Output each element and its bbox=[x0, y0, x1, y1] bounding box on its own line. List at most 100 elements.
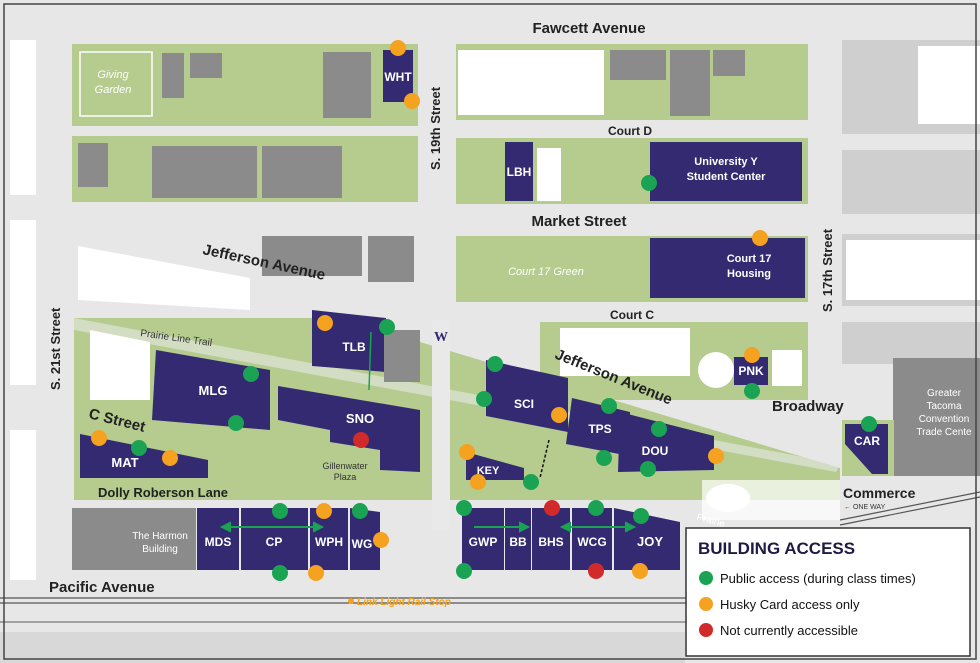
street-broadway: Broadway bbox=[772, 398, 844, 415]
public-dot-pnk[interactable] bbox=[744, 383, 760, 399]
access-dots bbox=[91, 40, 877, 581]
building-sno[interactable] bbox=[278, 386, 420, 472]
building-gwp[interactable] bbox=[462, 508, 504, 570]
giving-garden-line2: Garden bbox=[95, 84, 132, 96]
building-court17[interactable] bbox=[650, 238, 805, 298]
public-dot-mlg[interactable] bbox=[228, 415, 244, 431]
closed-dot-bhs[interactable] bbox=[544, 500, 560, 516]
giving-garden-line1: Giving bbox=[97, 69, 129, 81]
building-mds[interactable] bbox=[197, 508, 239, 570]
public-dot-gwp[interactable] bbox=[456, 500, 472, 516]
public-dot-lbh[interactable] bbox=[641, 175, 657, 191]
public-dot-tps[interactable] bbox=[601, 398, 617, 414]
legend: BUILDING ACCESS Public access (during cl… bbox=[685, 527, 971, 657]
husky-dot-mat[interactable] bbox=[91, 430, 107, 446]
husky-dot-tlb[interactable] bbox=[317, 315, 333, 331]
legend-husky-dot bbox=[699, 597, 713, 611]
building-harmon bbox=[124, 508, 196, 570]
building-wcg[interactable] bbox=[572, 508, 612, 570]
label-car: CAR bbox=[854, 434, 880, 448]
public-dot-tps[interactable] bbox=[596, 450, 612, 466]
public-dot-car[interactable] bbox=[861, 416, 877, 432]
public-dot-dou[interactable] bbox=[640, 461, 656, 477]
public-dot-wcg[interactable] bbox=[588, 500, 604, 516]
building-mlg[interactable] bbox=[152, 350, 270, 430]
husky-dot-wph[interactable] bbox=[316, 503, 332, 519]
public-dot-sci[interactable] bbox=[487, 356, 503, 372]
building-cp[interactable] bbox=[241, 508, 308, 570]
label-court17-1: Court 17 bbox=[727, 253, 772, 265]
gray-building bbox=[713, 50, 745, 76]
white-building bbox=[537, 148, 561, 201]
building-bhs[interactable] bbox=[532, 508, 570, 570]
building-sci[interactable] bbox=[486, 360, 568, 432]
label-dou: DOU bbox=[642, 444, 669, 458]
map-frame bbox=[3, 3, 977, 660]
building-university-y[interactable] bbox=[650, 142, 802, 201]
street-s19: S. 19th Street bbox=[428, 86, 443, 170]
public-dot-gwp[interactable] bbox=[456, 563, 472, 579]
public-dot-key[interactable] bbox=[523, 474, 539, 490]
building-dou[interactable] bbox=[618, 412, 714, 472]
building-tps[interactable] bbox=[566, 398, 630, 456]
building-car[interactable] bbox=[845, 424, 888, 474]
center-walkway bbox=[432, 320, 450, 530]
closed-dot-sno[interactable] bbox=[353, 432, 369, 448]
label-mat: MAT bbox=[111, 455, 138, 470]
husky-dot-key[interactable] bbox=[470, 474, 486, 490]
public-dot-mat[interactable] bbox=[131, 440, 147, 456]
building-lbh[interactable] bbox=[505, 142, 533, 201]
label-univ-y-1: University Y bbox=[694, 156, 758, 168]
public-dot-joy[interactable] bbox=[633, 508, 649, 524]
husky-dot-wph[interactable] bbox=[308, 565, 324, 581]
husky-dot-sci[interactable] bbox=[551, 407, 567, 423]
building-joy[interactable] bbox=[614, 508, 680, 570]
building-key[interactable] bbox=[466, 452, 524, 480]
street-market: Market Street bbox=[531, 213, 626, 230]
label-joy: JOY bbox=[637, 534, 663, 549]
public-dot-cp[interactable] bbox=[272, 565, 288, 581]
public-dot-wg[interactable] bbox=[352, 503, 368, 519]
husky-dot-mat[interactable] bbox=[162, 450, 178, 466]
label-mds: MDS bbox=[205, 535, 232, 549]
building-wg[interactable] bbox=[350, 508, 380, 570]
gray-building bbox=[78, 143, 108, 187]
gray-building bbox=[162, 53, 184, 98]
husky-dot-joy[interactable] bbox=[632, 563, 648, 579]
public-dot-dou[interactable] bbox=[651, 421, 667, 437]
white-block bbox=[10, 430, 36, 580]
street-dolly-roberson: Dolly Roberson Lane bbox=[98, 485, 228, 500]
label-gwp: GWP bbox=[469, 535, 498, 549]
white-round-building bbox=[698, 352, 734, 388]
street-s21: S. 21st Street bbox=[48, 307, 63, 390]
convention-line1: Greater bbox=[927, 388, 962, 399]
label-court17-2: Housing bbox=[727, 268, 771, 280]
gray-building bbox=[262, 146, 342, 198]
husky-dot-dou[interactable] bbox=[708, 448, 724, 464]
public-dot-cp[interactable] bbox=[272, 503, 288, 519]
public-dot-mlg[interactable] bbox=[243, 366, 259, 382]
street-pacific: Pacific Avenue bbox=[49, 579, 155, 596]
label-wht: WHT bbox=[384, 70, 412, 84]
building-mat[interactable] bbox=[80, 434, 208, 478]
building-wht[interactable] bbox=[383, 50, 413, 102]
convention-line2: Tacoma bbox=[926, 401, 961, 412]
building-wph[interactable] bbox=[310, 508, 348, 570]
white-block bbox=[10, 220, 36, 385]
building-bb[interactable] bbox=[505, 508, 531, 570]
harmon-line2: Building bbox=[142, 544, 178, 555]
gray-building bbox=[368, 236, 414, 282]
husky-dot-pnk[interactable] bbox=[744, 347, 760, 363]
husky-dot-court17[interactable] bbox=[752, 230, 768, 246]
husky-dot-wht[interactable] bbox=[390, 40, 406, 56]
block-far-right bbox=[842, 150, 980, 214]
husky-dot-key[interactable] bbox=[459, 444, 475, 460]
husky-dot-wg[interactable] bbox=[373, 532, 389, 548]
label-tps: TPS bbox=[588, 422, 611, 436]
closed-dot-wcg[interactable] bbox=[588, 563, 604, 579]
public-dot-sci[interactable] bbox=[476, 391, 492, 407]
public-dot-tlb[interactable] bbox=[379, 319, 395, 335]
one-way-label: ← ONE WAY bbox=[844, 504, 886, 511]
husky-dot-wht[interactable] bbox=[404, 93, 420, 109]
street-court-c: Court C bbox=[610, 308, 654, 322]
